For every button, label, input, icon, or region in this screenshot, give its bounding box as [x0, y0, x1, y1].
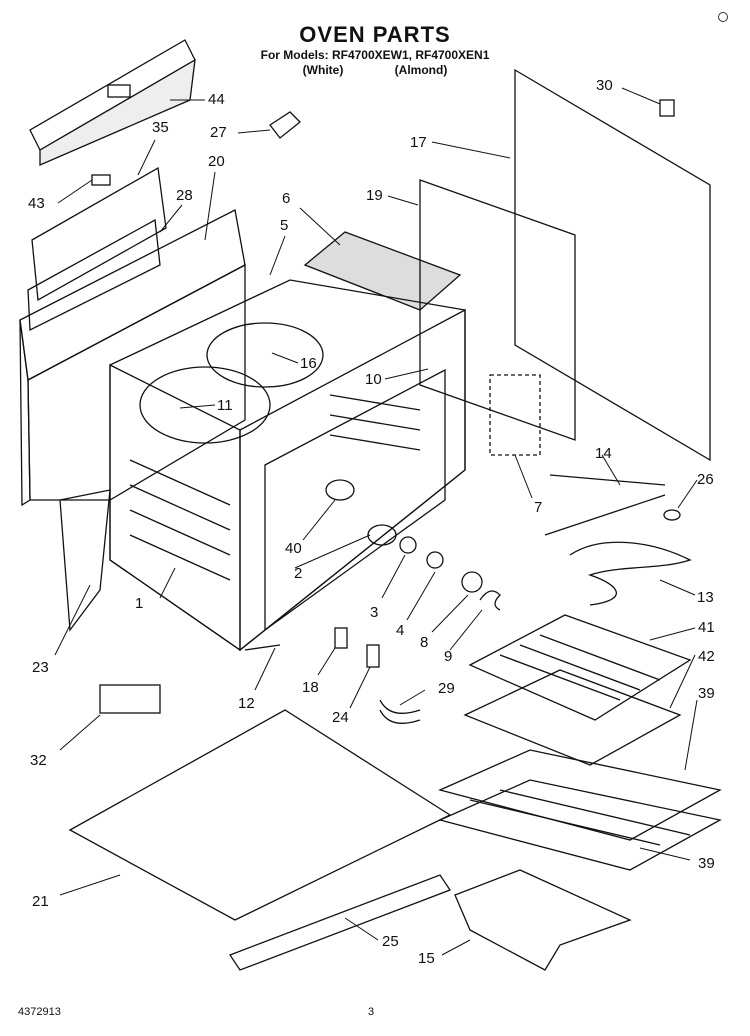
callout-40: 40: [285, 540, 302, 557]
part-42-broiler-pan: [463, 669, 682, 766]
callout-1: 1: [135, 595, 143, 612]
part-4-bulb: [426, 551, 444, 569]
part-26-foot: [663, 509, 681, 521]
callout-25: 25: [382, 933, 399, 950]
part-29-harness: [379, 699, 421, 724]
part-44-vent-trim: [29, 39, 196, 166]
callout-5: 5: [280, 217, 288, 234]
color-line: (White) (Almond): [0, 63, 750, 77]
callout-35: 35: [152, 119, 169, 136]
callout-18: 18: [302, 679, 319, 696]
callout-2: 2: [294, 565, 302, 582]
callout-29: 29: [438, 680, 455, 697]
part-35-panel: [31, 166, 167, 302]
callout-3: 3: [370, 604, 378, 621]
part-24-latch: [366, 644, 380, 668]
callout-27: 27: [210, 124, 227, 141]
part-40-lamp: [325, 479, 355, 501]
part-13-element: [569, 541, 692, 606]
part-6-insulation: [303, 231, 462, 311]
callout-14: 14: [595, 445, 612, 462]
part-43-bracket: [91, 174, 111, 186]
callout-42: 42: [698, 648, 715, 665]
part-41-broiler-grid: [468, 614, 692, 721]
callout-20: 20: [208, 153, 225, 170]
callout-19: 19: [366, 187, 383, 204]
callout-17: 17: [410, 134, 427, 151]
color-almond: (Almond): [394, 63, 448, 77]
callout-24: 24: [332, 709, 349, 726]
part-39-rack: [438, 749, 722, 871]
part-7-bracket: [489, 374, 541, 456]
callout-4: 4: [396, 622, 404, 639]
callout-28: 28: [176, 187, 193, 204]
part-23-vent: [59, 489, 111, 632]
callout-43: 43: [28, 195, 45, 212]
part-19-shield: [419, 179, 576, 441]
part-18-latch: [334, 627, 348, 649]
part-1-oven-cavity: [109, 279, 466, 652]
callout-44: 44: [208, 91, 225, 108]
callout-30: 30: [596, 77, 613, 94]
part-9-wire: [479, 590, 501, 611]
callout-7: 7: [534, 499, 542, 516]
callout-15: 15: [418, 950, 435, 967]
callout-26: 26: [697, 471, 714, 488]
color-white: (White): [302, 63, 344, 77]
callout-41: 41: [698, 619, 715, 636]
page-title: OVEN PARTS: [299, 22, 451, 47]
part-30-plug: [659, 99, 675, 117]
footer-id: 4372913: [18, 1006, 61, 1018]
part-15-bake-element: [454, 869, 632, 971]
part-21-bottom-panel: [68, 709, 452, 921]
models-line: For Models: RF4700XEW1, RF4700XEN1: [260, 48, 490, 62]
callout-23: 23: [32, 659, 49, 676]
callout-16: 16: [300, 355, 317, 372]
callout-39-upper: 39: [698, 685, 715, 702]
page-number: 3: [368, 1006, 375, 1018]
callout-10: 10: [365, 371, 382, 388]
part-27-clip: [269, 111, 301, 139]
callout-32: 32: [30, 752, 47, 769]
callout-8: 8: [420, 634, 428, 651]
callout-6: 6: [282, 190, 290, 207]
part-8-cover: [461, 571, 483, 593]
callout-9: 9: [444, 648, 452, 665]
part-17-rear-panel: [514, 68, 711, 462]
part-2-ring: [367, 524, 397, 546]
callout-21: 21: [32, 893, 49, 910]
part-20-side-panel: [19, 209, 246, 507]
callout-39-lower: 39: [698, 855, 715, 872]
callout-11: 11: [217, 397, 233, 414]
callout-13: 13: [697, 589, 714, 606]
corner-mark-icon: [718, 12, 728, 22]
part-28-panel: [27, 218, 161, 332]
part-3-socket: [399, 536, 417, 554]
part-25-trim: [229, 874, 451, 971]
callout-12: 12: [238, 695, 255, 712]
part-14-rod: [549, 474, 666, 486]
part-12-frame: [244, 644, 281, 651]
part-32-terminal-block: [99, 684, 161, 714]
